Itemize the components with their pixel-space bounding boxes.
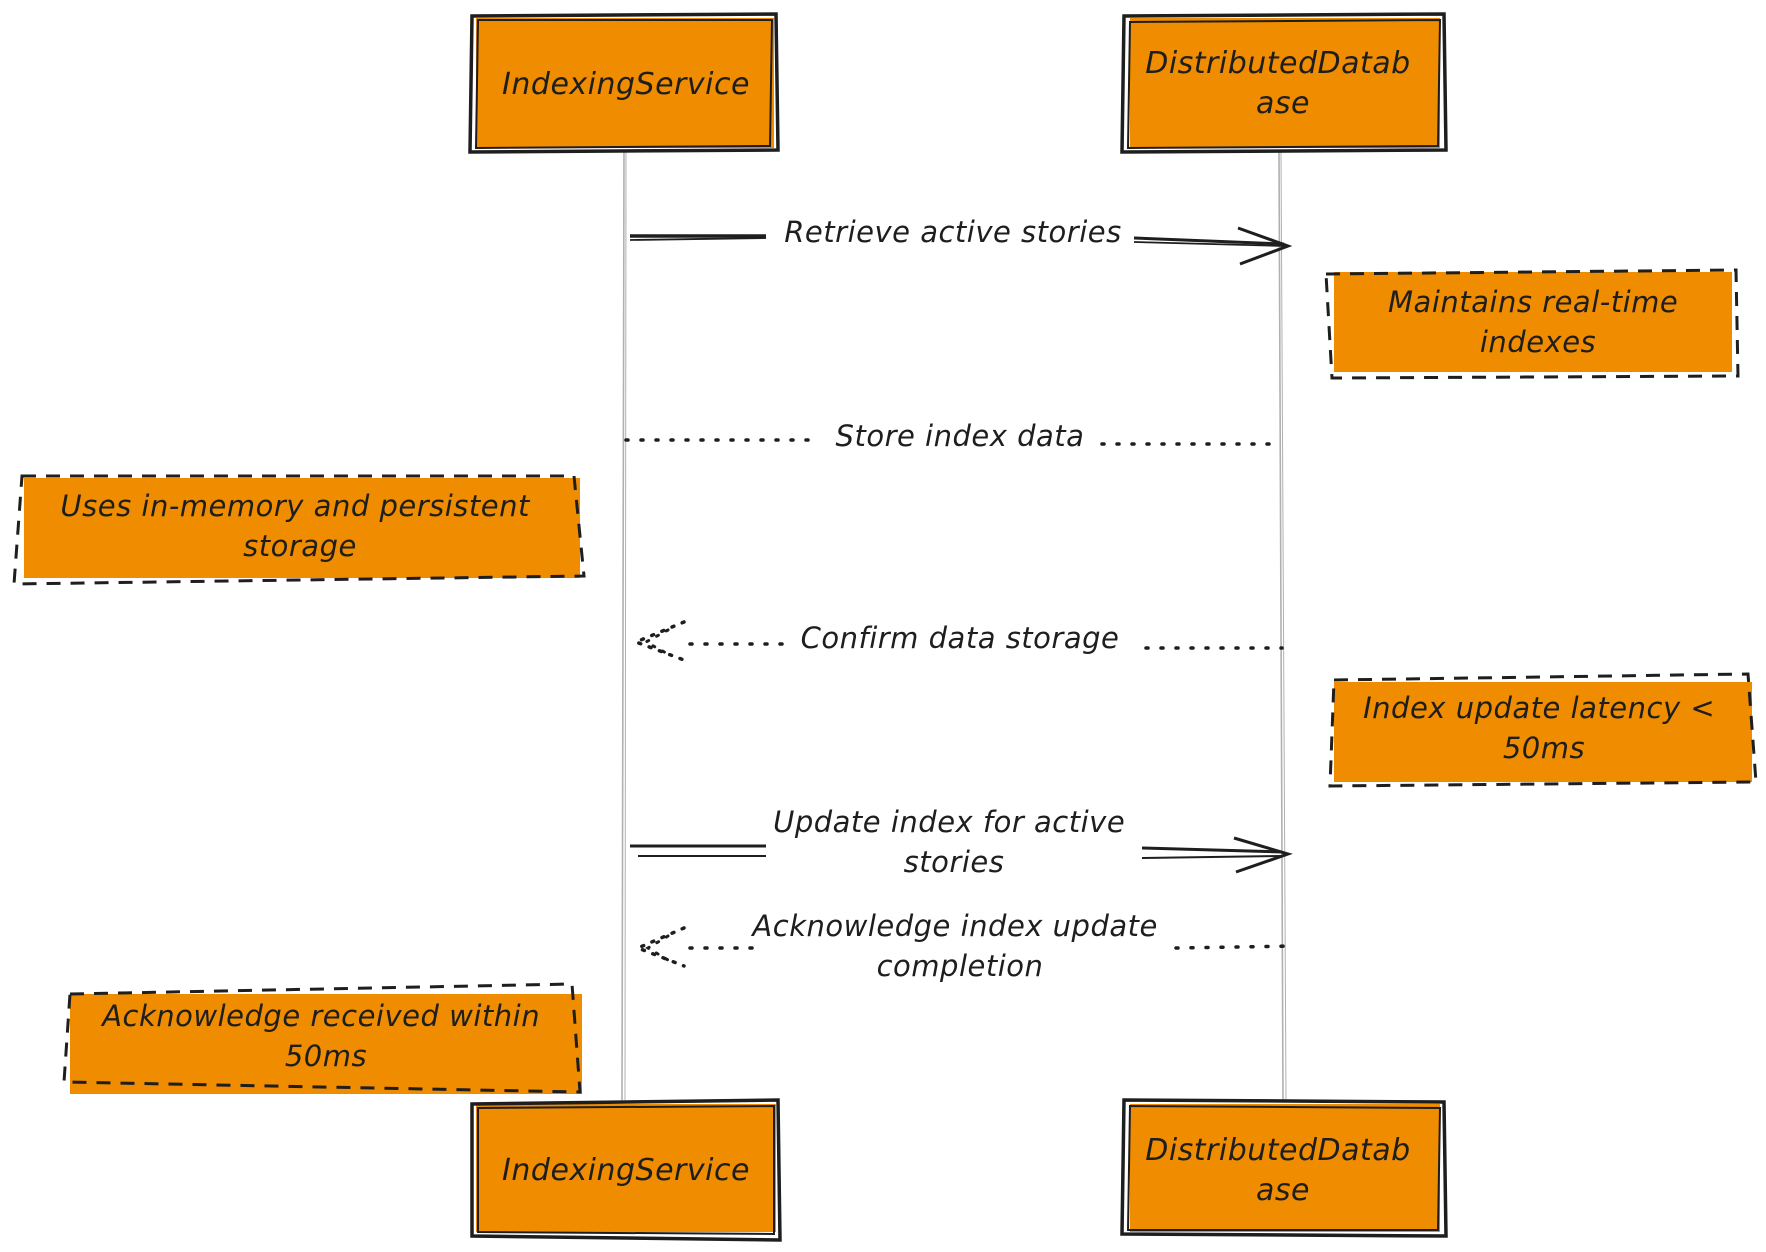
note-label: Maintains real-time indexes (1388, 285, 1688, 359)
note-maintains-real-time-indexes[interactable]: Maintains real-time indexes (1324, 268, 1740, 380)
arrowhead-icon (1233, 836, 1293, 874)
message-store-index-data[interactable]: Store index data (624, 419, 1284, 453)
message-label: Confirm data storage (801, 621, 1120, 655)
message-retrieve-active-stories[interactable]: Retrieve active stories (629, 215, 1293, 266)
message-acknowledge-index-update-completion[interactable]: Acknowledge index update completion (633, 909, 1296, 983)
actor-indexing-service-bottom[interactable]: IndexingService (470, 1098, 782, 1242)
actor-label: IndexingService (502, 67, 750, 102)
actor-label: DistributedDatab ase (1145, 46, 1421, 121)
message-update-index-for-active-stories[interactable]: Update index for active stories (630, 805, 1293, 879)
arrowhead-icon (633, 926, 686, 968)
actor-distributed-database-bottom[interactable]: DistributedDatab ase (1120, 1098, 1448, 1238)
arrowhead-icon (631, 620, 686, 662)
note-label: Acknowledge received within 50ms (100, 999, 550, 1073)
actor-distributed-database-top[interactable]: DistributedDatab ase (1120, 12, 1448, 154)
note-uses-in-memory-and-persistent-storage[interactable]: Uses in-memory and persistent storage (12, 474, 586, 586)
lifeline-distributed-database (1278, 149, 1287, 1101)
arrowhead-icon (1237, 226, 1293, 266)
note-label: Uses in-memory and persistent storage (60, 489, 539, 563)
actor-label: IndexingService (502, 1153, 750, 1188)
message-label: Acknowledge index update completion (750, 909, 1167, 983)
note-acknowledge-received-within-50ms[interactable]: Acknowledge received within 50ms (62, 982, 582, 1094)
message-confirm-data-storage[interactable]: Confirm data storage (631, 620, 1284, 662)
actor-indexing-service-top[interactable]: IndexingService (468, 12, 780, 154)
note-index-update-latency[interactable]: Index update latency < 50ms (1328, 672, 1758, 788)
message-label: Update index for active stories (773, 805, 1135, 879)
note-label: Index update latency < 50ms (1363, 691, 1725, 765)
actor-label: DistributedDatab ase (1145, 1133, 1421, 1208)
message-label: Store index data (836, 419, 1085, 453)
lifeline-indexing-service (621, 149, 627, 1101)
message-label: Retrieve active stories (784, 215, 1121, 249)
